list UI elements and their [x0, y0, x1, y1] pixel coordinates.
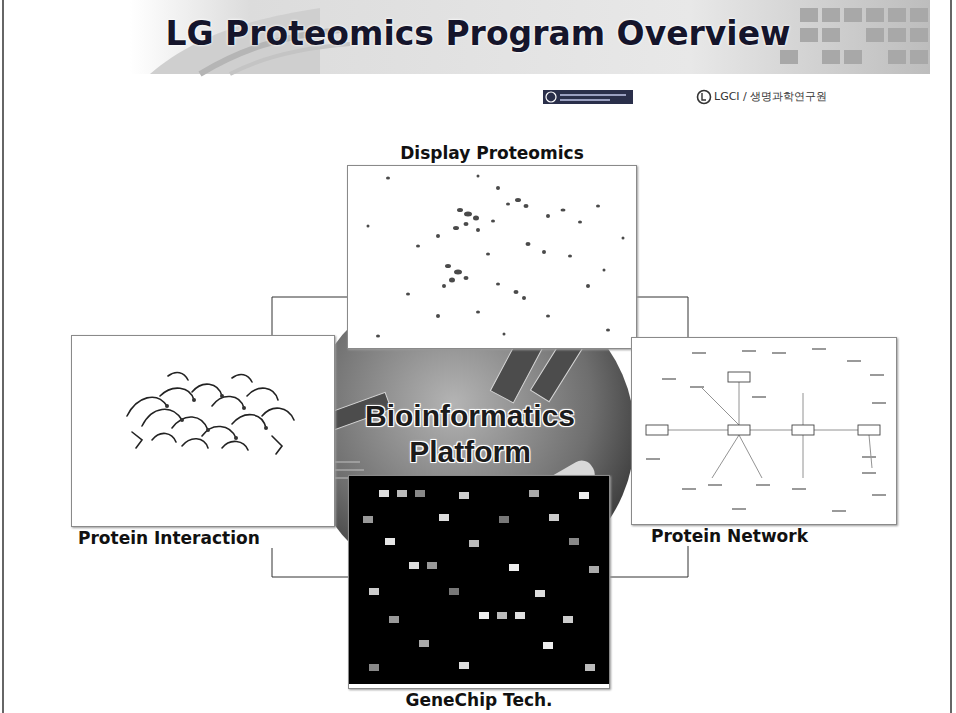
panel-label: Protein Network: [651, 526, 897, 546]
panel-label: GeneChip Tech.: [348, 690, 610, 710]
platform-title: Bioinformatics Platform: [325, 398, 615, 470]
image-frame: [71, 335, 335, 527]
image-frame: [348, 475, 610, 689]
platform-title-line: Bioinformatics Platform: [325, 398, 615, 470]
slide-title: LG Proteomics Program Overview: [0, 14, 956, 54]
image-frame: [347, 165, 637, 349]
image-panel: Protein Interaction: [71, 335, 335, 548]
network-image: [632, 338, 896, 522]
image-panel: Display Proteomics: [347, 143, 637, 349]
panel-label-group: GeneChip Tech.: [348, 690, 610, 710]
panel-label-group: Protein Network: [631, 526, 897, 546]
panel-label-group: Display Proteomics: [347, 143, 637, 163]
logo-caption: LGCI / 생명과학연구원: [714, 90, 827, 104]
connector-line: [272, 548, 348, 577]
panel-label: Display Proteomics: [347, 143, 637, 163]
genechip-image: [349, 476, 609, 684]
lg-logo: [698, 91, 711, 104]
panel-label-group: Protein Interaction: [71, 528, 335, 548]
interaction-image: [72, 336, 334, 524]
panel-label: Protein Interaction: [78, 528, 335, 548]
image-frame: [631, 337, 897, 525]
image-panel: GeneChip Tech.: [348, 475, 610, 710]
connector-line: [637, 297, 688, 337]
gel-image: [348, 166, 636, 346]
image-panel: Protein Network: [631, 337, 897, 546]
university-logo: [543, 90, 633, 104]
connector-line: [272, 297, 347, 335]
connector-line: [610, 546, 688, 577]
